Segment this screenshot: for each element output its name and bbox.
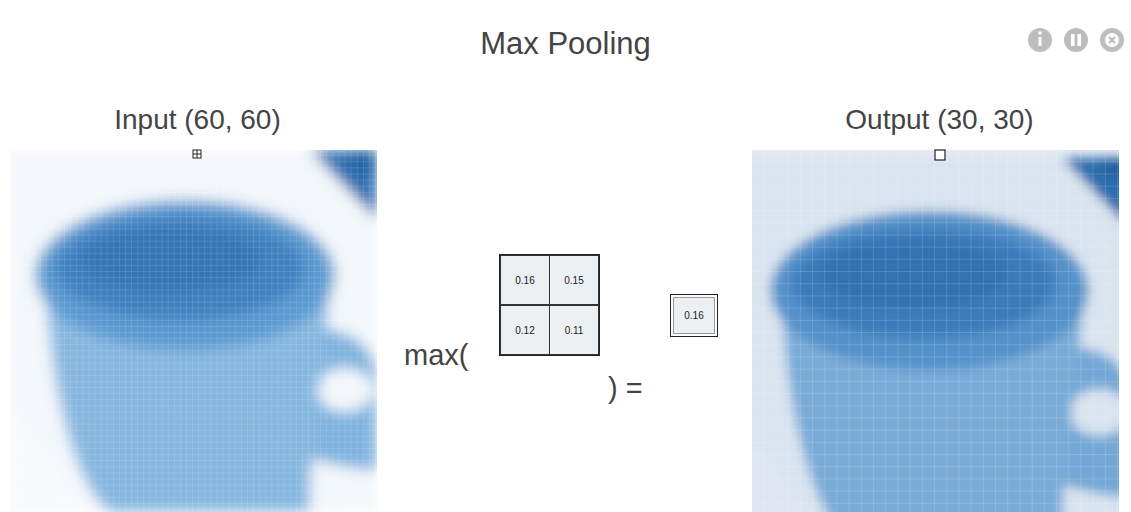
cell-value: 0.12 xyxy=(515,325,534,336)
title: Max Pooling xyxy=(0,26,1131,62)
pool-cell: 0.11 xyxy=(549,305,599,355)
cell-value: 0.16 xyxy=(684,310,703,321)
pool-cell: 0.15 xyxy=(549,255,599,305)
cell-value: 0.16 xyxy=(515,275,534,286)
cell-value: 0.15 xyxy=(564,275,583,286)
panel-heading: Input (60, 60) xyxy=(10,104,385,136)
result-cell: 0.16 xyxy=(670,294,718,337)
output-panel: Output (30, 30) xyxy=(752,104,1127,136)
pool-cell: 0.16 xyxy=(500,255,550,305)
panel-heading: Output (30, 30) xyxy=(752,104,1127,136)
input-panel: Input (60, 60) xyxy=(10,104,385,136)
equals-label: ) = xyxy=(608,372,1131,405)
function-label: max( xyxy=(404,339,1131,372)
pool-cell: 0.12 xyxy=(500,305,550,355)
cell-value: 0.11 xyxy=(565,325,584,336)
